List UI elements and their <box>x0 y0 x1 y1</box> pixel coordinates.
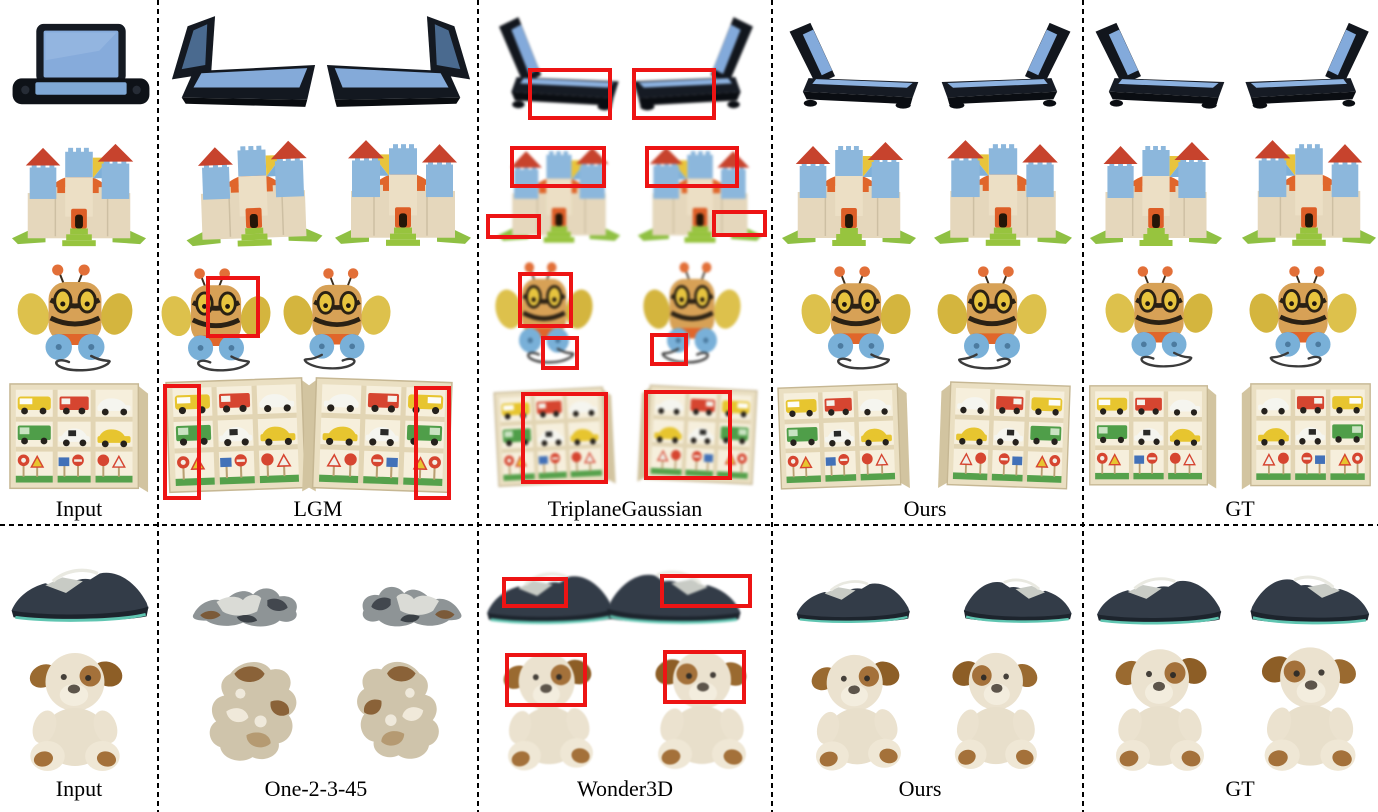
hl-wonder3d-shoe-view2 <box>660 574 752 608</box>
column-label-gt: GT <box>1225 776 1255 801</box>
column-label-input: Input <box>55 776 103 801</box>
column-label-one-2-3-45: One-2-3-45 <box>264 776 368 801</box>
column-divider-4 <box>1082 0 1084 812</box>
hl-triplanegaussian-shelf-view2 <box>644 390 732 480</box>
input-shoe-image <box>6 556 156 628</box>
ours-shoe-view1-image <box>792 570 916 628</box>
one-2-3-45-shoe-view2-image <box>352 572 468 630</box>
hl-lgm-shelf-view1-left-edge <box>163 384 201 500</box>
gt-laptop-view2-image <box>1240 20 1376 112</box>
gt-shoe-view2-image <box>1244 564 1374 630</box>
ours-shelf-view1-image <box>776 382 912 499</box>
hl-triplanegaussian-bee-view2-string <box>650 333 688 366</box>
ours-castle-view1-image <box>780 136 918 254</box>
hl-triplanegaussian-castle-view1-top <box>510 146 606 188</box>
hl-wonder3d-teddy-view1 <box>505 653 587 707</box>
gt-castle-view1-image <box>1088 136 1224 254</box>
column-label-gt: GT <box>1225 496 1255 521</box>
hl-triplanegaussian-castle-view2-top <box>645 146 739 188</box>
ours-bee-view1-image <box>800 262 912 370</box>
ours-castle-view2-image <box>932 134 1074 254</box>
column-divider-3 <box>771 0 773 812</box>
ours-shoe-view2-image <box>958 568 1076 628</box>
lgm-castle-view1-image <box>181 134 325 257</box>
gt-castle-view2-image <box>1240 134 1378 254</box>
column-label-input: Input <box>55 496 103 521</box>
ours-shelf-view2-image <box>936 380 1072 499</box>
hl-wonder3d-shoe-view1 <box>502 577 568 608</box>
lgm-laptop-view2-image <box>322 12 474 114</box>
gt-shelf-view1-image <box>1088 384 1218 494</box>
ours-bee-view2-image <box>936 262 1048 370</box>
input-laptop-image <box>8 22 154 110</box>
one-2-3-45-teddy-view2-image <box>348 652 448 764</box>
gt-shelf-view2-image <box>1240 382 1372 495</box>
ours-teddy-view2-image <box>938 644 1050 772</box>
hl-triplanegaussian-shelf-view1 <box>521 392 608 484</box>
one-2-3-45-teddy-view1-image <box>200 652 306 766</box>
column-label-ours: Ours <box>903 496 947 521</box>
column-label-triplanegaussian: TriplaneGaussian <box>547 496 703 521</box>
gt-teddy-view2-image <box>1246 638 1370 774</box>
section-divider-1 <box>0 524 1378 526</box>
gt-shoe-view1-image <box>1092 566 1228 630</box>
hl-triplanegaussian-laptop-view2 <box>632 68 716 120</box>
ours-teddy-view1-image <box>797 643 919 775</box>
input-castle-image <box>10 138 148 254</box>
column-label-ours: Ours <box>898 776 942 801</box>
column-label-lgm: LGM <box>293 496 343 521</box>
gt-bee-view2-image <box>1248 262 1358 368</box>
ours-laptop-view2-image <box>936 20 1078 112</box>
hl-triplanegaussian-laptop-view1 <box>528 68 612 120</box>
hl-wonder3d-teddy-view2 <box>663 650 746 704</box>
hl-lgm-shelf-view2-right-edge <box>414 386 451 500</box>
gt-laptop-view1-image <box>1088 20 1230 112</box>
ours-laptop-view1-image <box>782 20 924 112</box>
gt-teddy-view1-image <box>1102 640 1222 774</box>
one-2-3-45-shoe-view1-image <box>186 574 308 630</box>
input-bee-image <box>16 260 134 372</box>
column-divider-1 <box>157 0 159 812</box>
hl-triplanegaussian-bee-view1-head <box>518 272 573 328</box>
column-divider-2 <box>477 0 479 812</box>
lgm-bee-view2-image <box>282 264 392 370</box>
column-label-wonder3d: Wonder3D <box>577 776 673 801</box>
hl-lgm-bee-view1-head <box>206 276 260 338</box>
input-teddy-image <box>16 644 138 774</box>
lgm-castle-view2-image <box>333 134 473 254</box>
gt-bee-view1-image <box>1104 262 1214 368</box>
hl-triplanegaussian-castle-view2-bottom <box>712 210 767 237</box>
hl-triplanegaussian-castle-view1-bottom <box>486 214 541 239</box>
lgm-laptop-view1-image <box>168 12 320 114</box>
input-shelf-image <box>8 382 150 498</box>
hl-triplanegaussian-bee-view1-string <box>541 336 579 370</box>
